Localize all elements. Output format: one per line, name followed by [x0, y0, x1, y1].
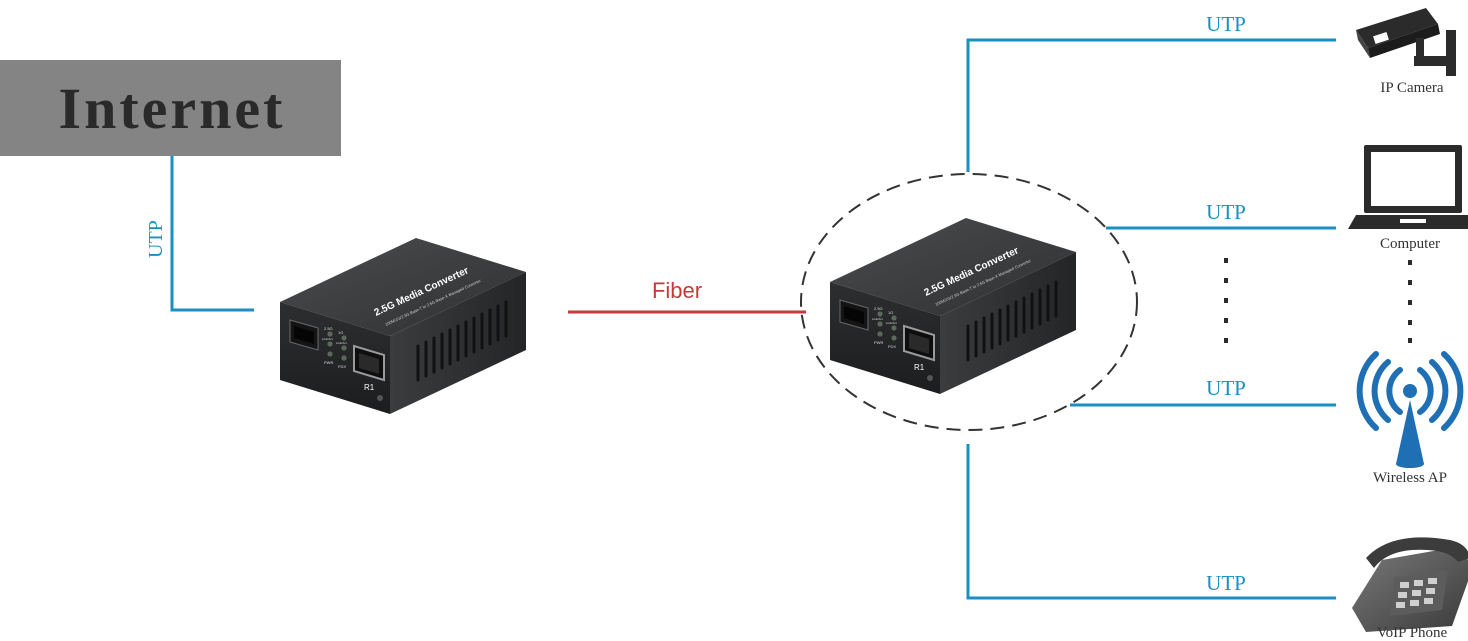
utp-label-computer: UTP [1206, 200, 1246, 224]
media-converter-right: 2.5G Media Converter 100M/1G/2.5G Base-T… [828, 216, 1078, 396]
voip-phone-label: VoIP Phone [1377, 625, 1448, 641]
internet-utp-label: UTP [145, 220, 167, 258]
computer-icon [1348, 145, 1468, 229]
wireless-ap-label: Wireless AP [1373, 470, 1447, 486]
ip-camera-icon [1356, 8, 1456, 76]
led-label-5-right: PWR [874, 340, 883, 345]
led-label-6-right: FDX [888, 344, 896, 349]
ellipsis-dots-center [1224, 258, 1228, 343]
led-label-3-right: Link/Act [872, 317, 883, 321]
ellipsis-dots-right [1408, 260, 1412, 343]
internet-label: Internet [59, 76, 286, 141]
utp-label-wireless-ap: UTP [1206, 376, 1246, 400]
led-label-2-right: 1G [888, 310, 893, 315]
ip-camera-label: IP Camera [1380, 80, 1444, 96]
media-converter-left: 2.5G Media Converter 100M/1G/2.5G Base-T… [278, 236, 528, 416]
converter-port-label-right: R1 [914, 363, 925, 372]
utp-label-voip-phone: UTP [1206, 571, 1246, 595]
wireless-ap-icon [1360, 354, 1461, 468]
led-label-1-left: 2.5G [324, 326, 333, 331]
voip-phone-icon [1352, 537, 1468, 632]
converter-port-label-left: R1 [364, 383, 375, 392]
led-label-4-right: Link/Act [886, 321, 897, 325]
led-label-5-left: PWR [324, 360, 333, 365]
highlight-ellipse [800, 173, 1138, 431]
led-label-3-left: Link/Act [322, 337, 333, 341]
led-label-2-left: 1G [338, 330, 343, 335]
internet-box [0, 60, 341, 156]
led-label-1-right: 2.5G [874, 306, 883, 311]
fiber-label: Fiber [652, 278, 702, 303]
led-label-4-left: Link/Act [336, 341, 347, 345]
utp-link-ip-camera [966, 38, 1336, 172]
internet-utp-link [170, 156, 254, 312]
utp-label-ip-camera: UTP [1206, 12, 1246, 36]
utp-link-voip-phone [966, 444, 1336, 600]
computer-label: Computer [1380, 236, 1440, 252]
led-label-6-left: FDX [338, 364, 346, 369]
